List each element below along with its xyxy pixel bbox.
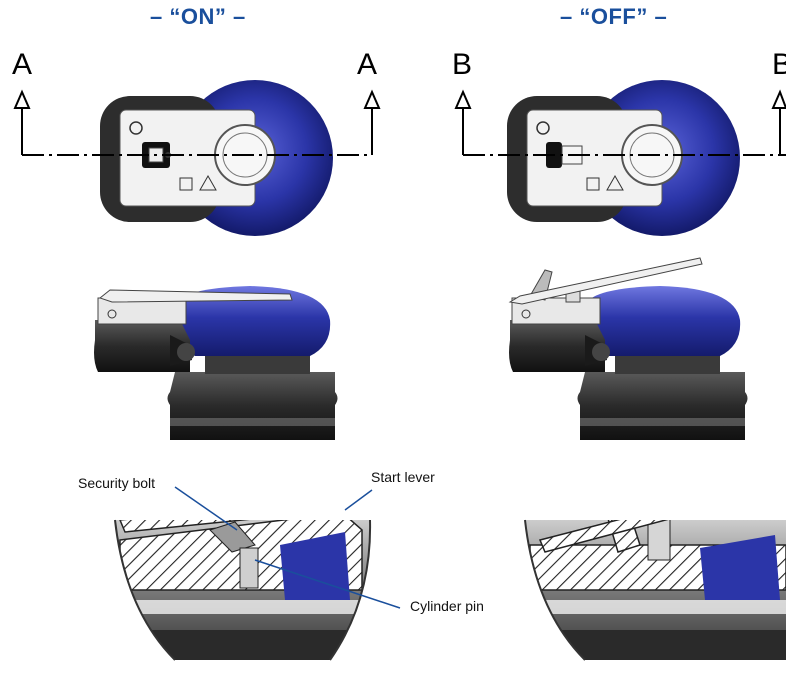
off-state-heading: – “OFF” – [560, 4, 668, 29]
security-bolt-on [209, 521, 256, 553]
start-lever-off [538, 520, 786, 553]
base-shroud-on [167, 372, 338, 440]
section-mark-a-left: A [12, 48, 33, 81]
start-lever-side-off [508, 257, 703, 305]
top-view-on [13, 80, 381, 236]
section-mark-a-right: A [357, 48, 378, 81]
callout-cylinder-pin: Cylinder pin [410, 598, 484, 614]
start-lever-on [118, 520, 362, 533]
leader-security-bolt [174, 486, 238, 531]
sanding-pad-side-off [585, 286, 741, 356]
leader-cylinder-pin [254, 559, 401, 609]
cutaway-off [524, 519, 786, 661]
pad-section-off [700, 535, 780, 600]
section-mark-b-left: B [452, 48, 473, 81]
pad-section-on [280, 532, 350, 600]
side-view-off [508, 257, 748, 440]
section-mark-b-right: B [772, 48, 786, 81]
side-view-on [94, 286, 338, 440]
start-lever-side-on [98, 289, 293, 303]
on-state-heading: – “ON” – [150, 4, 246, 29]
top-view-off [454, 80, 786, 236]
cylinder-pin-off [647, 520, 671, 561]
callout-security-bolt: Security bolt [78, 475, 156, 491]
cylinder-pin-on [239, 547, 259, 589]
cutaway-on [114, 486, 401, 661]
callout-start-lever: Start lever [371, 469, 435, 485]
leader-start-lever [344, 489, 373, 511]
motor-body-side-off [509, 320, 605, 372]
base-shroud-off [577, 372, 748, 440]
motor-body-side-on [94, 320, 190, 372]
sanding-pad-side-on [175, 286, 331, 356]
